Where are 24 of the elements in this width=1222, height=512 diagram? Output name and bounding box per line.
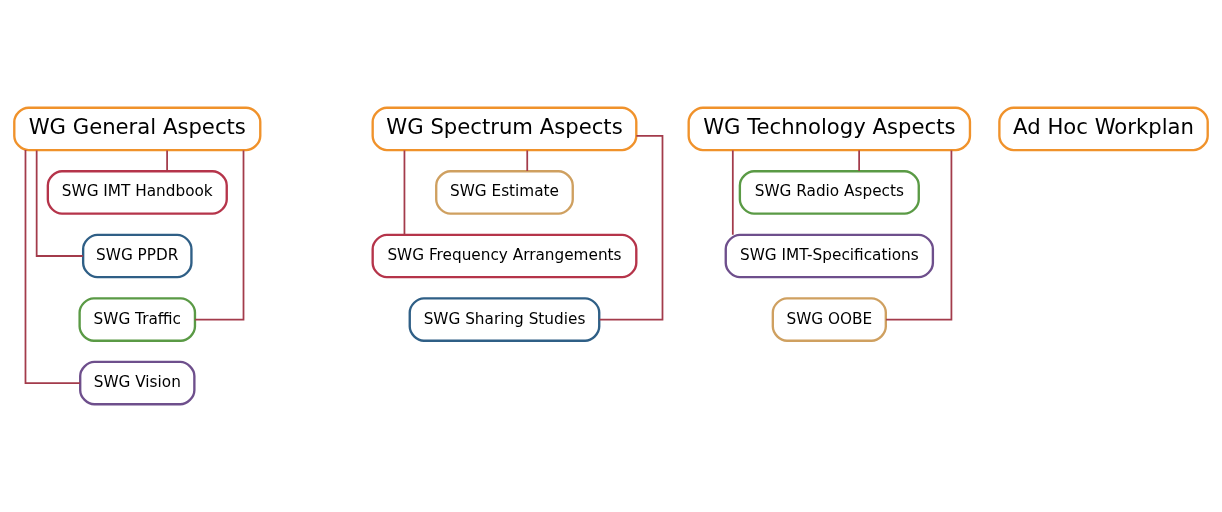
- connector: [403, 149, 406, 236]
- connector: [731, 149, 734, 236]
- node-box: Ad Hoc Workplan: [998, 106, 1209, 152]
- connector: [24, 149, 81, 384]
- connector: [526, 149, 529, 172]
- connector: [885, 149, 953, 321]
- node-box: SWG PPDR: [81, 233, 193, 279]
- node-box: SWG OOBE: [771, 297, 887, 342]
- connector: [858, 149, 860, 172]
- node-box: SWG IMT-Specifications: [724, 233, 935, 279]
- connector: [598, 135, 664, 321]
- node-box: SWG Traffic: [78, 297, 197, 342]
- node-box: WG General Aspects: [13, 106, 262, 152]
- connector: [194, 149, 245, 321]
- connector: [166, 149, 168, 172]
- node-box: SWG Vision: [79, 360, 196, 406]
- node-box: WG Spectrum Aspects: [371, 106, 638, 152]
- node-box: WG Technology Aspects: [687, 106, 972, 152]
- connector: [35, 149, 84, 257]
- node-box: SWG Radio Aspects: [738, 170, 920, 215]
- node-box: SWG IMT Handbook: [46, 170, 228, 215]
- node-box: SWG Frequency Arrangements: [371, 233, 638, 279]
- node-box: SWG Sharing Studies: [408, 297, 601, 342]
- node-box: SWG Estimate: [435, 170, 574, 215]
